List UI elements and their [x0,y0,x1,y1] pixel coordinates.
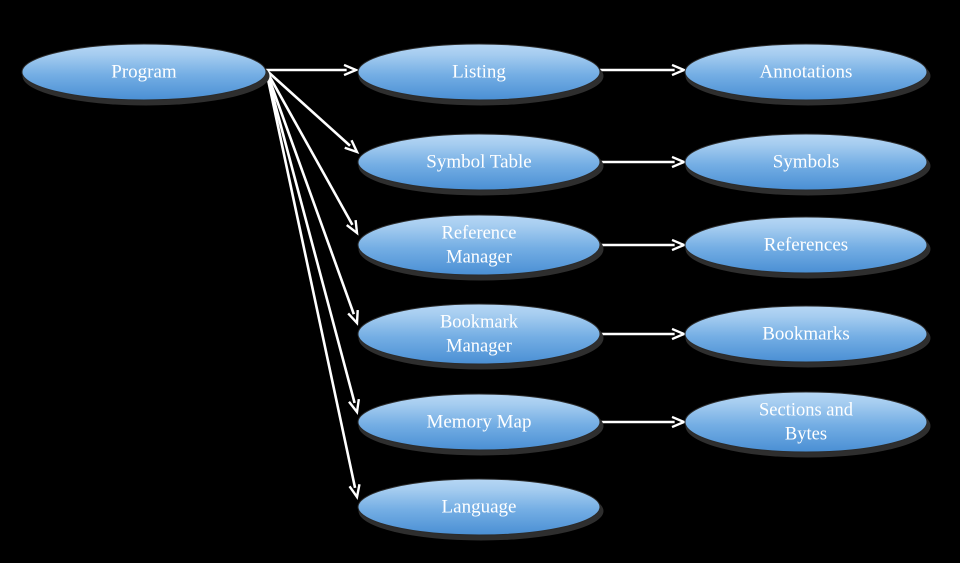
node-ellipse[interactable] [357,478,601,536]
arrowhead-icon [671,327,688,341]
edge-shaft [264,69,354,226]
edge-shaft [264,69,356,315]
edge-shaft [264,69,357,489]
node-ellipse[interactable] [684,305,928,363]
node-ellipse[interactable] [684,391,928,453]
arrowhead-icon [671,415,688,429]
node-references[interactable]: References [684,216,931,279]
node-memorymap[interactable]: Memory Map [357,393,604,456]
node-label: Memory Map [426,411,531,432]
node-label-line2: Manager [446,247,512,267]
node-label-line1: Sections and [759,400,854,420]
edge-memorymap-to-sections [600,415,688,429]
node-label-line2: Bytes [785,424,827,444]
arrowhead-icon [347,309,359,326]
node-ellipse[interactable] [357,303,601,365]
edge-program-to-symboltable [265,69,360,155]
edge-program-to-language [264,69,361,501]
edge-symboltable-to-symbols [600,155,688,169]
arrowhead-icon [343,63,360,77]
arrowhead-icon [671,155,688,169]
node-listing[interactable]: Listing [357,43,604,106]
edge-shaft [265,69,351,147]
node-annotations[interactable]: Annotations [684,43,931,106]
arrowhead-icon [344,139,360,155]
edge-program-to-refmanager [264,69,359,236]
edge-refmanager-to-references [600,238,688,252]
node-label: Listing [452,61,506,82]
edge-shaft [264,69,356,404]
node-ellipse[interactable] [684,43,928,101]
edge-program-to-bookmarkmgr [264,69,359,326]
node-label-line1: Bookmark [440,312,519,332]
node-label: Program [111,61,177,82]
edge-listing-to-annotations [600,63,688,77]
node-ellipse[interactable] [357,43,601,101]
node-symboltable[interactable]: Symbol Table [357,133,604,196]
node-label-line2: Manager [446,336,512,356]
edge-program-to-memorymap [264,69,361,415]
node-symbols[interactable]: Symbols [684,133,931,196]
node-label: Symbol Table [426,151,531,172]
arrowhead-icon [671,63,688,77]
edges-layer [264,63,688,501]
node-ellipse[interactable] [684,216,928,274]
arrowhead-icon [348,484,361,501]
arrowhead-icon [345,219,359,236]
node-ellipse[interactable] [357,133,601,191]
node-ellipse[interactable] [21,43,267,101]
node-label: Language [442,496,517,517]
node-ellipse[interactable] [684,133,928,191]
arrowhead-icon [348,398,361,415]
node-label: Bookmarks [762,323,850,344]
node-label: References [764,234,848,255]
node-label: Annotations [760,61,853,82]
node-language[interactable]: Language [357,478,604,541]
arrowhead-icon [671,238,688,252]
node-ellipse[interactable] [357,214,601,276]
node-bookmarks[interactable]: Bookmarks [684,305,931,368]
node-label: Symbols [773,151,840,172]
node-ellipse[interactable] [357,393,601,451]
edge-bookmarkmgr-to-bookmarks [600,327,688,341]
node-label-line1: Reference [442,223,517,243]
edge-program-to-listing [266,63,360,77]
node-program[interactable]: Program [21,43,270,106]
